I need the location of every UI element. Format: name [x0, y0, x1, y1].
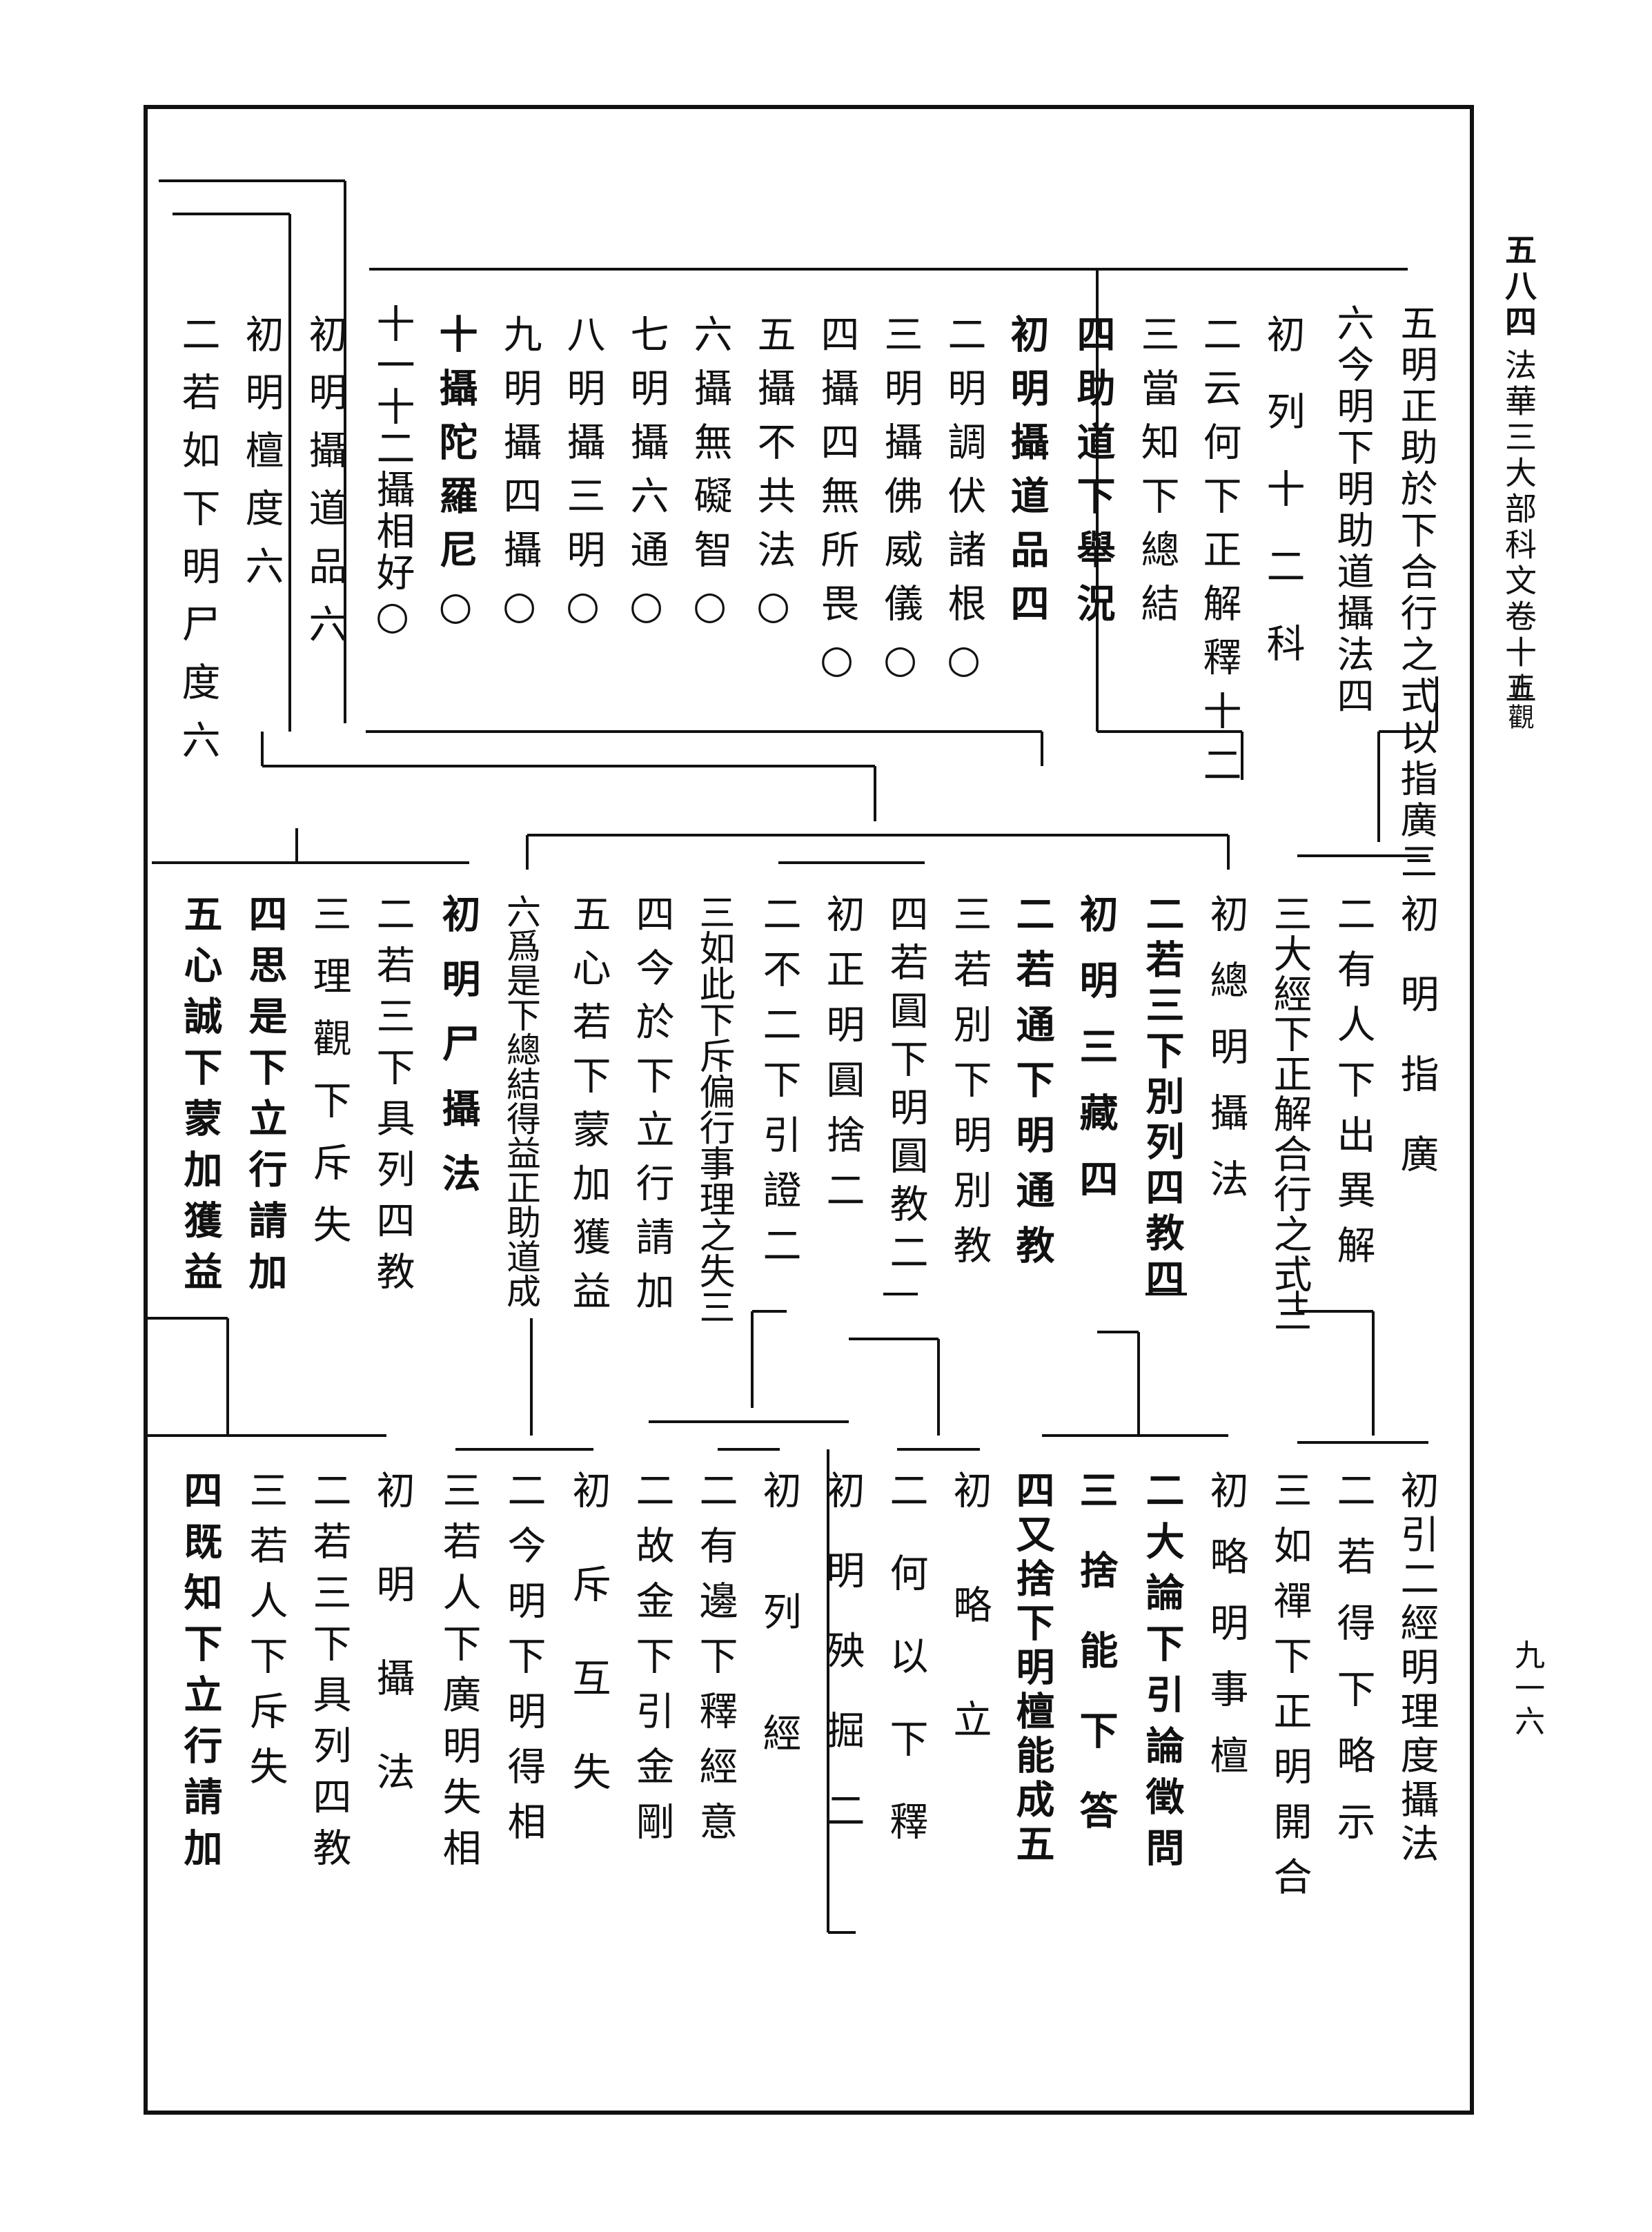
outline-entry: 初略明事檀	[1203, 1470, 1248, 1801]
outline-entry: 四若圓下明圓教二	[883, 894, 928, 1280]
outline-entry: 初明攝道品六	[302, 314, 347, 662]
outline-entry: 二大論下引論徵問	[1139, 1470, 1185, 1879]
outline-entry: 二若通下明通教	[1010, 894, 1055, 1280]
outline-entry: 二有邊下釋經意	[693, 1470, 738, 1857]
outline-entry: 二若三下具列四教	[370, 894, 415, 1302]
outline-entry: 七明攝六通○	[624, 314, 669, 643]
outline-entry: 初正明圓捨二	[820, 894, 865, 1225]
outline-entry: 三若人下廣明失相	[436, 1470, 481, 1879]
outline-entry: 三大經下正解合行之式三	[1267, 894, 1312, 1334]
outline-entry: 五心若下蒙加獲益	[566, 894, 611, 1324]
page-number: 九一六	[1509, 1639, 1544, 1739]
page-frame	[144, 105, 1474, 2115]
outline-entry: 二何以下釋	[883, 1470, 928, 1884]
outline-entry: 八明攝三明○	[560, 314, 605, 643]
outline-entry: 初引二經明理度攝法	[1394, 1470, 1439, 1868]
outline-entry: 十一十二攝相好○	[370, 304, 415, 641]
outline-entry: 二若如下明尸度六	[175, 314, 220, 778]
outline-entry: 五明正助於下合行之式以指廣三	[1394, 304, 1437, 883]
book-title: 法華三大部科文卷十五	[1500, 349, 1537, 707]
book-subtitle: 止觀	[1504, 673, 1534, 734]
outline-entry: 二今明下明得相	[501, 1470, 546, 1857]
outline-entry: 初列經	[756, 1470, 801, 1834]
outline-entry: 六今明下明助道攝法四	[1330, 304, 1374, 718]
outline-entry: 二故金下引金剛	[629, 1470, 674, 1857]
outline-entry: 初總明攝法	[1203, 894, 1248, 1225]
outline-entry: 二有人下出異解	[1330, 894, 1375, 1280]
outline-entry: 初明檀度六	[239, 314, 284, 604]
outline-entry: 三當知下總結	[1134, 314, 1179, 637]
outline-entry: 三明攝佛威儀○	[878, 314, 923, 697]
outline-entry: 三捨能下答	[1073, 1470, 1119, 1870]
outline-entry: 初略立	[947, 1470, 992, 1814]
outline-entry: 三如此下斥偏行事理之失三	[693, 894, 734, 1324]
outline-entry: 五心誠下蒙加獲益	[177, 894, 223, 1302]
outline-entry: 初明尸攝法	[435, 894, 481, 1218]
outline-entry: 初列十二科	[1260, 314, 1305, 701]
outline-entry: 六爲是下總結得益正助道成	[501, 894, 541, 1308]
outline-entry: 二明調伏諸根○	[941, 314, 986, 697]
outline-entry: 九明攝四攝○	[497, 314, 542, 643]
outline-entry: 初明殃掘二	[820, 1470, 865, 1870]
outline-entry: 四又捨下明檀能成五	[1010, 1470, 1055, 1868]
outline-entry: 三理觀下斥失	[306, 894, 351, 1266]
outline-entry: 二不二下引證二	[756, 894, 801, 1280]
outline-entry: 四助道下舉況	[1070, 314, 1116, 637]
outline-entry: 初明三藏四	[1073, 894, 1119, 1225]
volume-label: 五八四	[1500, 233, 1537, 341]
outline-entry: 四攝四無所畏○	[814, 314, 859, 697]
outline-entry: 四既知下立行請加	[177, 1470, 223, 1879]
outline-entry: 三若人下斥失	[243, 1470, 288, 1801]
outline-entry: 三如禪下正明開合	[1267, 1470, 1312, 1912]
outline-entry: 二云何下正解釋十二	[1197, 314, 1241, 799]
outline-entry: 六攝無礙智○	[687, 314, 732, 643]
outline-entry: 五攝不共法○	[751, 314, 796, 643]
outline-entry: 四思是下立行請加	[242, 894, 288, 1302]
outline-entry: 三若別下明別教	[947, 894, 992, 1280]
outline-entry: 十攝陀羅尼○	[433, 314, 478, 644]
outline-entry: 初明指廣	[1394, 894, 1439, 1214]
outline-entry: 四今於下立行請加	[629, 894, 674, 1324]
outline-entry: 初明攝道品四	[1004, 314, 1050, 637]
outline-entry: 二若三下具列四教	[306, 1470, 351, 1879]
outline-entry: 二若三下別列四教四	[1139, 894, 1185, 1304]
outline-entry: 二若得下略示	[1330, 1470, 1375, 1868]
outline-entry: 初明攝法	[370, 1470, 415, 1846]
outline-entry: 初斥互失	[566, 1470, 611, 1846]
